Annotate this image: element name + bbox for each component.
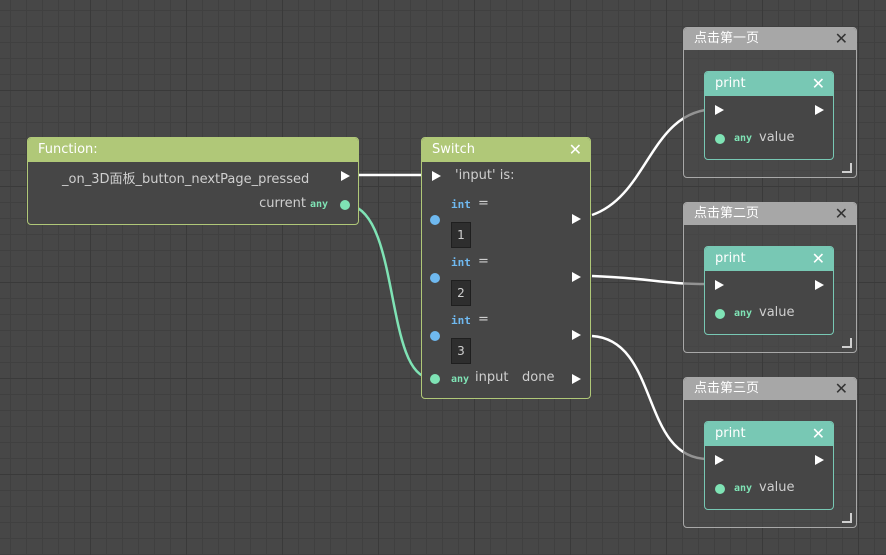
current-output-port-icon[interactable] [340,200,350,210]
print-node-3-close-icon[interactable]: ✕ [811,424,825,443]
case3-input-port-icon[interactable] [430,331,440,341]
function-node-header[interactable]: Function: [28,138,358,162]
exec-output-port-icon[interactable] [341,171,350,181]
print-node-2-close-icon[interactable]: ✕ [811,249,825,268]
print-2-value-label: value [759,305,795,320]
function-name-label: _on_3D面板_button_nextPage_pressed [62,172,310,187]
print-node-3-title: print [715,426,746,441]
comment-2-header[interactable]: 点击第二页 ✕ [684,203,856,225]
switch-done-label: done [522,370,555,385]
function-node[interactable]: Function: _on_3D面板_button_nextPage_press… [27,137,359,225]
done-exec-output-port-icon[interactable] [572,374,581,384]
case1-operator: = [478,196,489,211]
switch-node-header[interactable]: Switch ✕ [422,138,590,162]
print-1-exec-output-port-icon[interactable] [815,105,824,115]
case2-value-field[interactable]: 2 [451,280,471,306]
switch-exec-input-port-icon[interactable] [432,171,441,181]
print-node-1-close-icon[interactable]: ✕ [811,74,825,93]
print-3-value-port-icon[interactable] [715,484,725,494]
print-node-2[interactable]: print ✕ any value [704,246,834,335]
function-output-type: any [309,199,328,210]
case1-value-field[interactable]: 1 [451,222,471,248]
print-3-value-type: any [734,483,753,494]
case1-type-label: int [451,198,471,211]
function-node-title: Function: [38,142,98,157]
print-node-1-title: print [715,76,746,91]
print-1-value-type: any [734,133,753,144]
switch-header-label: 'input' is: [455,168,515,183]
comment-3-close-icon[interactable]: ✕ [834,379,848,398]
comment-1-close-icon[interactable]: ✕ [834,29,848,48]
switch-input-port-icon[interactable] [430,374,440,384]
print-2-value-port-icon[interactable] [715,309,725,319]
switch-node-title: Switch [432,142,475,157]
print-2-exec-input-port-icon[interactable] [715,280,724,290]
comment-1-header[interactable]: 点击第一页 ✕ [684,28,856,50]
switch-close-icon[interactable]: ✕ [568,140,582,159]
case2-type-label: int [451,256,471,269]
case3-exec-output-port-icon[interactable] [572,330,581,340]
case2-operator: = [478,254,489,269]
comment-1-resize-handle-icon[interactable] [842,163,852,173]
comment-3-resize-handle-icon[interactable] [842,513,852,523]
comment-2-resize-handle-icon[interactable] [842,338,852,348]
function-output-label: current [259,196,306,211]
print-node-1-header[interactable]: print ✕ [705,72,833,96]
print-node-3-header[interactable]: print ✕ [705,422,833,446]
print-1-value-label: value [759,130,795,145]
print-1-value-port-icon[interactable] [715,134,725,144]
print-3-exec-output-port-icon[interactable] [815,455,824,465]
print-1-exec-input-port-icon[interactable] [715,105,724,115]
switch-input-type: any [451,374,470,385]
print-3-value-label: value [759,480,795,495]
switch-node[interactable]: Switch ✕ 'input' is: int = 1 int = 2 int… [421,137,591,399]
print-node-1[interactable]: print ✕ any value [704,71,834,160]
data-wire-current-to-input [349,203,431,380]
print-2-exec-output-port-icon[interactable] [815,280,824,290]
comment-2-close-icon[interactable]: ✕ [834,204,848,223]
print-node-2-title: print [715,251,746,266]
case1-input-port-icon[interactable] [430,215,440,225]
case3-operator: = [478,312,489,327]
switch-input-label: input [475,370,509,385]
comment-3-header[interactable]: 点击第三页 ✕ [684,378,856,400]
print-2-value-type: any [734,308,753,319]
case3-type-label: int [451,314,471,327]
case2-exec-output-port-icon[interactable] [572,272,581,282]
print-3-exec-input-port-icon[interactable] [715,455,724,465]
case1-exec-output-port-icon[interactable] [572,214,581,224]
print-node-2-header[interactable]: print ✕ [705,247,833,271]
print-node-3[interactable]: print ✕ any value [704,421,834,510]
comment-2-title: 点击第二页 [694,206,760,221]
comment-3-title: 点击第三页 [694,381,760,396]
case2-input-port-icon[interactable] [430,273,440,283]
case3-value-field[interactable]: 3 [451,338,471,364]
comment-1-title: 点击第一页 [694,31,760,46]
